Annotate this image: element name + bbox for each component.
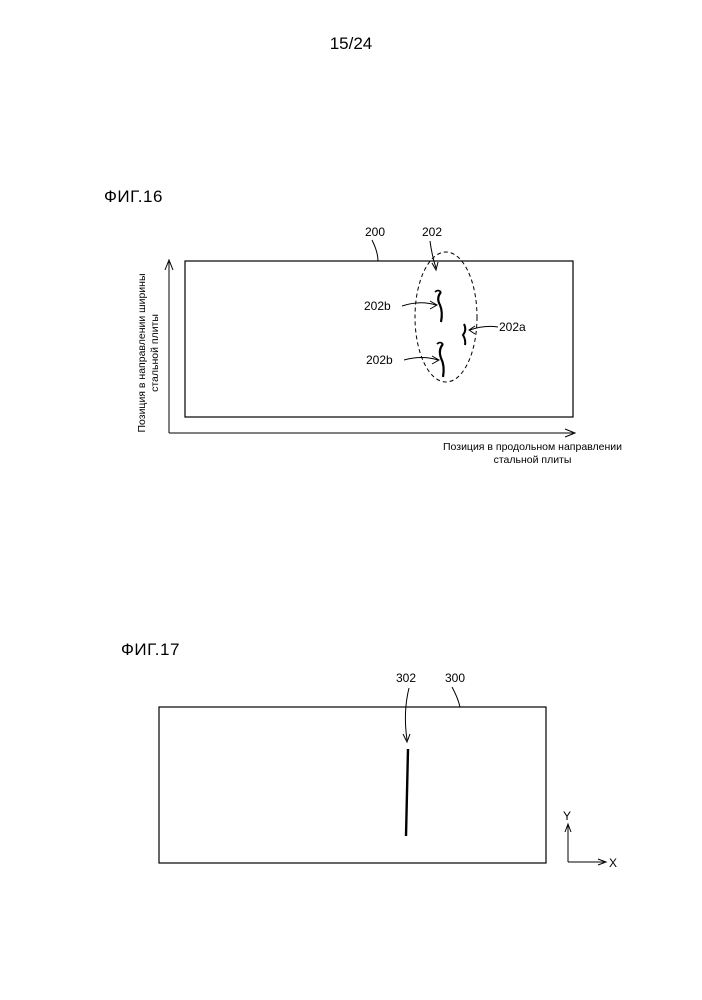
leader-300 bbox=[452, 687, 460, 707]
axis-label-x: X bbox=[609, 856, 617, 870]
defect-302 bbox=[406, 749, 408, 836]
steel-plate-300 bbox=[159, 707, 546, 863]
axis-label-y: Y bbox=[563, 809, 571, 823]
label-302: 302 bbox=[396, 671, 416, 685]
label-300: 300 bbox=[445, 671, 465, 685]
leader-302 bbox=[405, 688, 409, 740]
